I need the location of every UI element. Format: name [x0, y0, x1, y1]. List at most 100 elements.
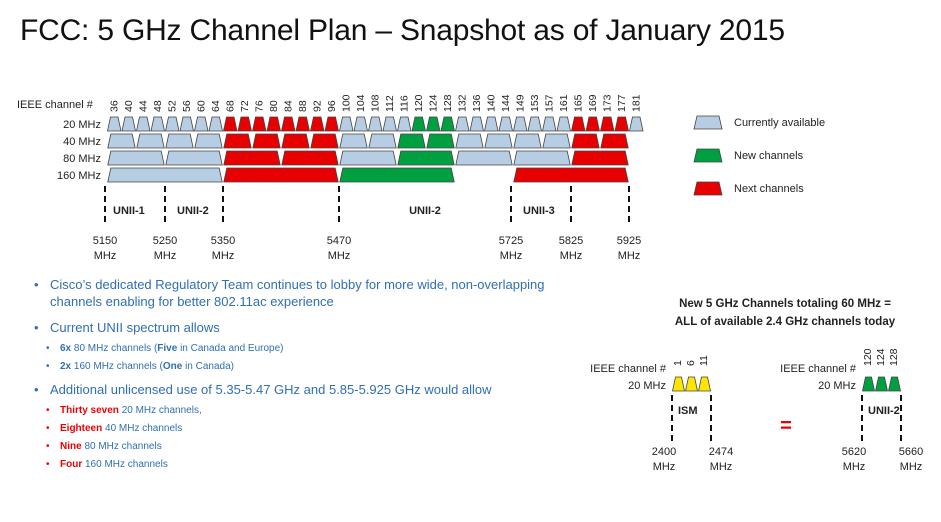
- channel-number-label: 48: [152, 100, 164, 112]
- channel-number-label: 76: [253, 100, 265, 112]
- channel-number-label: 140: [485, 94, 497, 112]
- bullet-additional-use: Additional unlicensed use of 5.35-5.47 G…: [34, 381, 594, 398]
- channel-number-label: 108: [369, 94, 381, 112]
- channel-20mhz-40: [121, 116, 136, 132]
- channel-20mhz-64: [208, 116, 223, 132]
- channel-number-label: 112: [384, 95, 396, 112]
- channel-number-label: 177: [616, 94, 628, 112]
- unii2-channel-number: 124: [875, 348, 887, 366]
- channel-20mhz-128: [440, 116, 455, 132]
- legend-label-new: New channels: [734, 150, 804, 162]
- channel-20mhz-157: [542, 116, 557, 132]
- channel-40mhz-44: [136, 133, 165, 149]
- channel-20mhz-181: [629, 116, 644, 132]
- channel-20mhz-144: [498, 116, 513, 132]
- channel-number-label: 104: [355, 94, 367, 112]
- unii2-channel-number: 128: [888, 348, 900, 366]
- channel-number-label: 56: [181, 100, 193, 112]
- ism-band-label: ISM: [678, 405, 698, 417]
- channel-number-label: 124: [427, 94, 439, 112]
- channel-160mhz-36: [107, 167, 223, 183]
- channel-20mhz-149: [513, 116, 528, 132]
- channel-40mhz-157: [542, 133, 571, 149]
- legend-swatch-new: [693, 148, 723, 163]
- channel-40mhz-52: [165, 133, 194, 149]
- ism-channel-number: 1: [672, 360, 684, 366]
- channel-number-label: 36: [108, 100, 120, 112]
- frequency-unit: MHz: [212, 250, 235, 262]
- row-label: 80 MHz: [63, 153, 101, 165]
- legend-swatch-available: [693, 115, 723, 130]
- channel-header-label: IEEE channel #: [17, 99, 94, 111]
- channel-number-label: 100: [340, 94, 352, 112]
- ism-frequency-unit: MHz: [653, 461, 676, 473]
- frequency-label: 5925: [617, 235, 641, 247]
- channel-20mhz-104: [353, 116, 368, 132]
- channel-160mhz-149: [513, 167, 629, 183]
- channel-40mhz-84: [281, 133, 310, 149]
- channel-40mhz-132: [455, 133, 484, 149]
- channel-number-label: 153: [529, 94, 541, 112]
- sub-bullet-one-sixty: Four 160 MHz channels: [40, 458, 594, 471]
- channel-40mhz-149: [513, 133, 542, 149]
- unii2-row-label: 20 MHz: [818, 380, 856, 392]
- bullet-list: Cisco’s dedicated Regulatory Team contin…: [34, 276, 594, 479]
- channel-20mhz-116: [397, 116, 412, 132]
- unii2-channel-124: [875, 376, 888, 392]
- channel-number-label: 92: [311, 100, 323, 112]
- channel-number-label: 116: [398, 95, 410, 112]
- channel-80mhz-52: [165, 150, 223, 166]
- channel-20mhz-60: [194, 116, 209, 132]
- bullet-current-unii: Current UNII spectrum allows: [34, 319, 594, 336]
- channel-20mhz-48: [150, 116, 165, 132]
- channel-number-label: 165: [572, 94, 584, 112]
- ism-frequency-unit: MHz: [710, 461, 733, 473]
- channel-80mhz-132: [455, 150, 513, 166]
- channel-20mhz-36: [107, 116, 122, 132]
- channel-40mhz-165: [571, 133, 600, 149]
- equals-sign: =: [780, 415, 792, 437]
- frequency-label: 5350: [211, 235, 235, 247]
- channel-80mhz-149: [513, 150, 571, 166]
- ism-row-label: 20 MHz: [628, 380, 666, 392]
- channel-20mhz-140: [484, 116, 499, 132]
- channel-number-label: 128: [442, 94, 454, 112]
- channel-number-label: 52: [166, 100, 178, 112]
- channel-20mhz-100: [339, 116, 354, 132]
- frequency-unit: MHz: [154, 250, 177, 262]
- ism-channel-1: [672, 376, 685, 392]
- channel-number-label: 88: [297, 100, 309, 112]
- channel-80mhz-165: [571, 150, 629, 166]
- unii2-frequency: 5620: [842, 446, 866, 458]
- channel-80mhz-116: [397, 150, 455, 166]
- comparison-heading-1: New 5 GHz Channels totaling 60 MHz =: [679, 298, 891, 310]
- row-label: 40 MHz: [63, 136, 101, 148]
- channel-20mhz-68: [223, 116, 238, 132]
- page-title: FCC: 5 GHz Channel Plan – Snapshot as of…: [20, 14, 785, 47]
- channel-160mhz-100: [339, 167, 455, 183]
- channel-number-label: 84: [282, 100, 294, 112]
- channel-20mhz-80: [266, 116, 281, 132]
- channel-number-label: 132: [456, 94, 468, 112]
- unii2-frequency: 5660: [899, 446, 923, 458]
- channel-20mhz-132: [455, 116, 470, 132]
- channel-number-label: 144: [500, 94, 512, 112]
- channel-40mhz-100: [339, 133, 368, 149]
- channel-number-label: 161: [558, 94, 570, 112]
- channel-number-label: 72: [239, 100, 251, 112]
- ism-frequency: 2400: [652, 446, 676, 458]
- channel-40mhz-36: [107, 133, 136, 149]
- channel-20mhz-112: [382, 116, 397, 132]
- unii2-channel-120: [862, 376, 875, 392]
- ism-channel-number: 11: [698, 355, 710, 366]
- channel-160mhz-68: [223, 167, 339, 183]
- ism-header-label: IEEE channel #: [590, 363, 667, 375]
- legend-label-next: Next channels: [734, 183, 804, 195]
- channel-20mhz-52: [165, 116, 180, 132]
- channel-20mhz-120: [411, 116, 426, 132]
- channel-20mhz-177: [614, 116, 629, 132]
- channel-number-label: 40: [123, 100, 135, 112]
- channel-80mhz-36: [107, 150, 165, 166]
- channel-20mhz-88: [295, 116, 310, 132]
- channel-20mhz-173: [600, 116, 615, 132]
